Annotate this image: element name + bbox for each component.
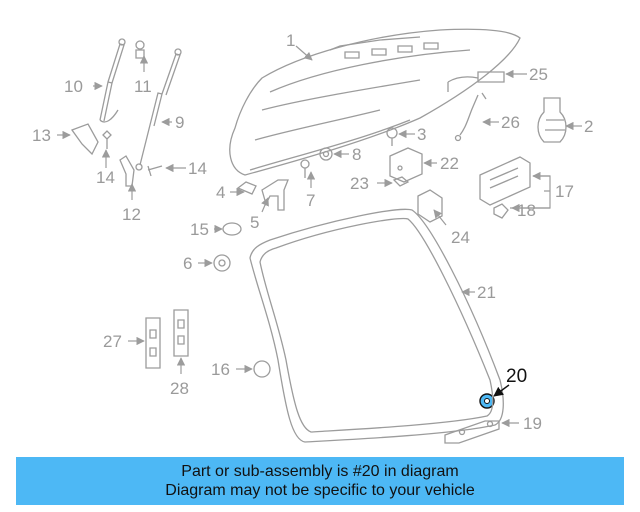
callout-18: 18 [517,201,536,220]
part-25-switch [447,71,505,92]
callout-2: 2 [584,117,593,136]
part-12-bracket [119,155,135,187]
part-26-cable [454,92,487,142]
part-10-strut [99,38,126,123]
callout-3: 3 [417,125,426,144]
part-5-hinge [261,179,289,211]
callout-12: 12 [122,205,141,224]
callout-23: 23 [350,174,369,193]
callout-4: 4 [216,183,225,202]
parts-diagram: 1 2 3 4 5 6 7 8 9 10 11 12 13 14 14 15 1… [32,28,593,444]
callout-27: 27 [103,332,122,351]
callout-9: 9 [175,113,184,132]
part-17-handle [479,156,531,206]
part-8-nut [319,147,333,161]
banner-line-1: Part or sub-assembly is #20 in diagram [181,463,459,480]
info-banner: Part or sub-assembly is #20 in diagram D… [16,457,624,505]
callout-11: 11 [134,77,152,96]
part-2-boot [537,97,567,143]
part-20-nut-highlighted [479,393,495,409]
callouts: 1 2 3 4 5 6 7 8 9 10 11 12 13 14 14 15 1… [32,31,593,433]
callout-24: 24 [451,228,470,247]
part-3-bumper [386,127,398,146]
callout-10: 10 [64,77,83,96]
callout-15: 15 [190,220,209,239]
callout-14-right: 14 [188,159,207,178]
callout-7: 7 [306,191,315,210]
callout-8: 8 [352,145,361,164]
part-1-liftgate [229,28,521,176]
callout-28: 28 [170,379,189,398]
banner-line-2: Diagram may not be specific to your vehi… [165,482,475,499]
part-23-clip [392,176,410,187]
callout-1: 1 [286,31,295,50]
callout-17: 17 [555,182,574,201]
callout-14-left: 14 [96,168,115,187]
part-15-plug [222,222,242,236]
callout-19: 19 [523,414,542,433]
part-18-clip [493,203,509,219]
part-6-grommet [213,254,231,272]
callout-16: 16 [211,360,230,379]
part-24-bracket [417,189,443,223]
part-27-striker-plate [145,317,161,369]
part-4-clip [236,181,257,195]
callout-21: 21 [477,283,496,302]
part-14-screw [102,130,163,177]
leader-lines [57,45,582,428]
callout-6: 6 [183,254,192,273]
part-13-bracket [70,123,99,156]
callout-5: 5 [250,213,259,232]
callout-26: 26 [501,113,520,132]
part-21-weatherstrip [249,208,504,443]
callout-22: 22 [440,154,459,173]
callout-20: 20 [506,366,527,387]
callout-25: 25 [529,65,548,84]
callout-13: 13 [32,126,51,145]
part-28-plate [173,309,189,357]
part-11-ballstud [135,40,145,59]
part-16-bumper [253,360,271,378]
part-22-latch [389,147,423,183]
part-9-strut [135,48,182,171]
part-19-striker [444,420,500,444]
part-7-bolt [300,159,310,178]
